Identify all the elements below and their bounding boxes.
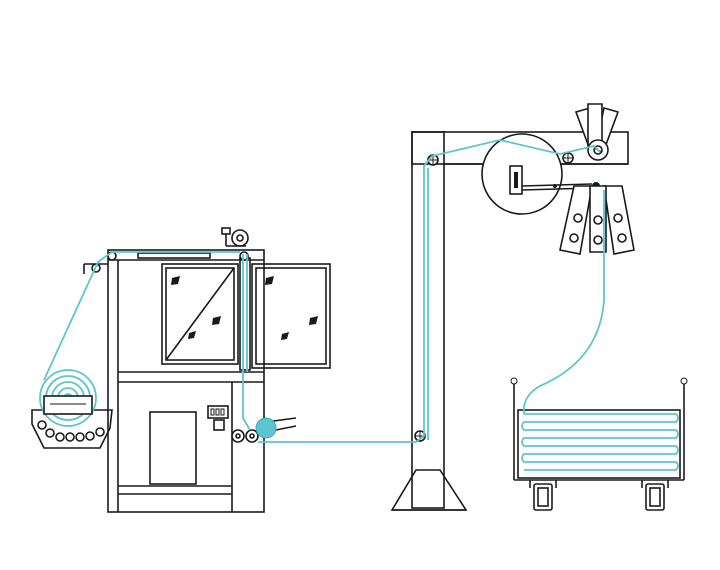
cart-basket [517, 409, 681, 479]
tape-channel [239, 257, 251, 371]
tension-unit [231, 417, 297, 443]
swing-folding-head [559, 103, 635, 255]
folded-tape-stack [521, 413, 679, 471]
roll-cradle [43, 395, 93, 415]
cabinet-frame [107, 249, 265, 513]
tape-path [43, 139, 605, 443]
collection-cart [510, 377, 688, 511]
window-right [251, 263, 331, 369]
crank-arm [521, 183, 593, 187]
window-left [161, 263, 239, 365]
cabinet-roller-right [239, 251, 249, 261]
dryer-cabinet [107, 227, 331, 513]
roller-tray [31, 409, 113, 449]
swing-arm-left [559, 185, 593, 255]
tray-rollers [37, 420, 105, 442]
swing-arm-upper [574, 103, 620, 152]
swing-arm-right [603, 185, 635, 255]
tape-feed-segment [43, 251, 240, 381]
tension-dancer [255, 417, 277, 439]
tape-cabinet-segment [242, 254, 251, 431]
cart-wheels [529, 480, 669, 511]
top-nameplate [137, 252, 211, 259]
gantry-base [390, 469, 468, 511]
feed-roll-unwinder [31, 263, 113, 449]
tape-gantry-segment [258, 139, 601, 443]
top-tensioner [221, 227, 249, 247]
overhead-gantry [390, 131, 629, 511]
lower-door [149, 411, 197, 485]
swing-arm-center [589, 185, 607, 253]
tape-folding-segment [522, 190, 605, 415]
